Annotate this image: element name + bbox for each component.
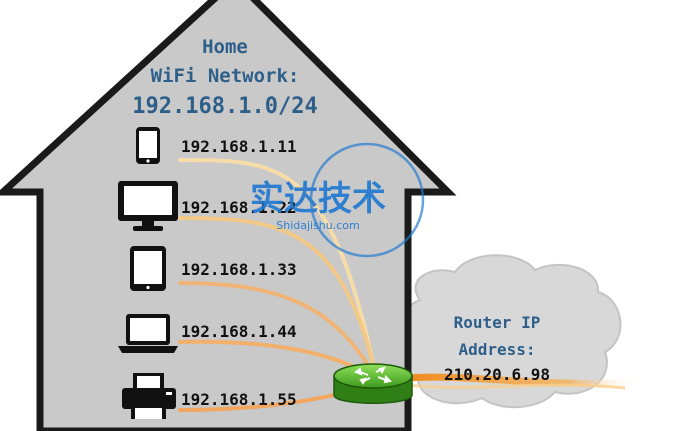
device-ip-label: 192.168.1.44 [181,322,297,341]
title-line-home: Home [202,36,248,58]
router-label-line: Router IP [454,313,541,332]
watermark-subtitle: Shidajishu.com [276,219,360,232]
device-ip-label: 192.168.1.11 [181,137,297,156]
router-label-line: Address: [458,340,535,359]
router-address-label: Router IP Address: 210.20.6.98 [444,313,550,384]
device-ip-label: 192.168.1.55 [181,390,297,409]
router-ip-value: 210.20.6.98 [444,365,550,384]
internet-stream [401,373,644,390]
smartphone-icon [136,127,160,164]
printer-icon [122,373,176,419]
title-line-wifi: WiFi Network: [151,65,300,87]
laptop-icon [118,314,178,353]
watermark-title: 实达技术 [250,179,386,219]
watermark: 实达技术 Shidajishu.com [250,142,425,258]
network-title: Home WiFi Network: 192.168.1.0/24 [132,36,317,119]
router-icon [333,363,413,404]
device-ip-label: 192.168.1.22 [181,198,297,217]
tablet-icon [130,246,166,291]
device-ip-label: 192.168.1.33 [181,260,297,279]
title-line-subnet: 192.168.1.0/24 [132,94,317,119]
house-shape [0,0,457,431]
desktop-monitor-icon [118,181,178,231]
